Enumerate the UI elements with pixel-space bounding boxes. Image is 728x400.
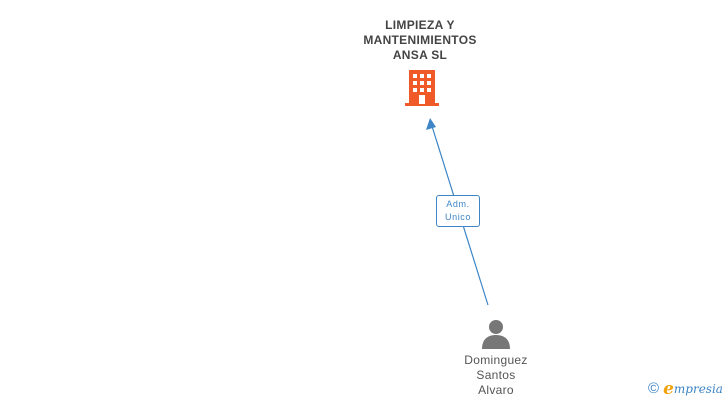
brand-logo-initial: e: [663, 379, 674, 399]
person-name-line-1: Dominguez: [464, 353, 528, 367]
edge-arrowhead: [426, 118, 436, 130]
person-name[interactable]: Dominguez Santos Alvaro: [436, 353, 556, 398]
role-label-line-2: Unico: [444, 212, 471, 222]
company-name-line-2: MANTENIMIENTOS: [363, 33, 477, 47]
copyright-icon: ©: [648, 380, 660, 397]
company-name[interactable]: LIMPIEZA Y MANTENIMIENTOS ANSA SL: [340, 18, 500, 63]
building-icon[interactable]: [405, 70, 439, 106]
brand-logo-text: mpresia: [673, 382, 723, 396]
company-name-line-1: LIMPIEZA Y: [385, 18, 455, 32]
role-label-line-1: Adm.: [446, 199, 470, 209]
person-name-line-2: Santos: [476, 368, 516, 382]
empresia-brand[interactable]: © e mpresia: [648, 380, 723, 398]
person-name-line-3: Alvaro: [478, 383, 514, 397]
company-name-line-3: ANSA SL: [392, 48, 448, 62]
role-label-box[interactable]: Adm. Unico: [436, 195, 480, 227]
person-icon[interactable]: [480, 318, 512, 350]
